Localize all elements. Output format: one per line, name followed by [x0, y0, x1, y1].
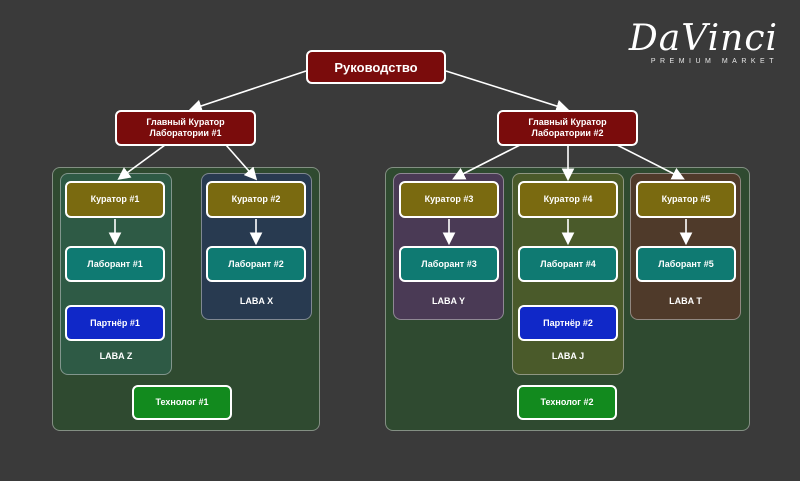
edge-chief2-curator5	[616, 144, 685, 180]
laba-t-label: LABA T	[669, 296, 702, 306]
laba-z-label: LABA Z	[99, 351, 133, 361]
node-chief-curator-1: Главный Куратор Лаборатории #1	[115, 110, 256, 146]
edge-top-chief1	[188, 70, 307, 113]
edge-chief2-curator3	[452, 144, 521, 180]
laba-y-label: LABA Y	[431, 296, 465, 306]
node-lab-assistant-5: Лаборант #5	[636, 246, 736, 282]
node-lab-assistant-3: Лаборант #3	[399, 246, 499, 282]
node-chief-curator-2: Главный Куратор Лаборатории #2	[497, 110, 638, 146]
node-lab-assistant-2: Лаборант #2	[206, 246, 306, 282]
edge-top-chief2	[445, 70, 570, 113]
brand-logo: DaVinci PREMIUM MARKET	[600, 18, 778, 66]
node-lab-assistant-4: Лаборант #4	[518, 246, 618, 282]
laba-j-label: LABA J	[551, 351, 585, 361]
node-technologist-2: Технолог #2	[517, 385, 617, 420]
node-curator-2: Куратор #2	[206, 181, 306, 218]
node-curator-5: Куратор #5	[636, 181, 736, 218]
node-technologist-1: Технолог #1	[132, 385, 232, 420]
logo-tagline: PREMIUM MARKET	[650, 58, 778, 65]
laba-x-label: LABA X	[239, 296, 274, 306]
edge-chief1-curator1	[117, 144, 166, 180]
node-curator-4: Куратор #4	[518, 181, 618, 218]
node-partner-2: Партнёр #2	[518, 305, 618, 341]
node-partner-1: Партнёр #1	[65, 305, 165, 341]
logo-wordmark: DaVinci	[628, 18, 778, 59]
node-lab-assistant-1: Лаборант #1	[65, 246, 165, 282]
node-curator-3: Куратор #3	[399, 181, 499, 218]
node-curator-1: Куратор #1	[65, 181, 165, 218]
node-leadership: Руководство	[306, 50, 446, 84]
edge-chief1-curator2	[225, 144, 258, 181]
